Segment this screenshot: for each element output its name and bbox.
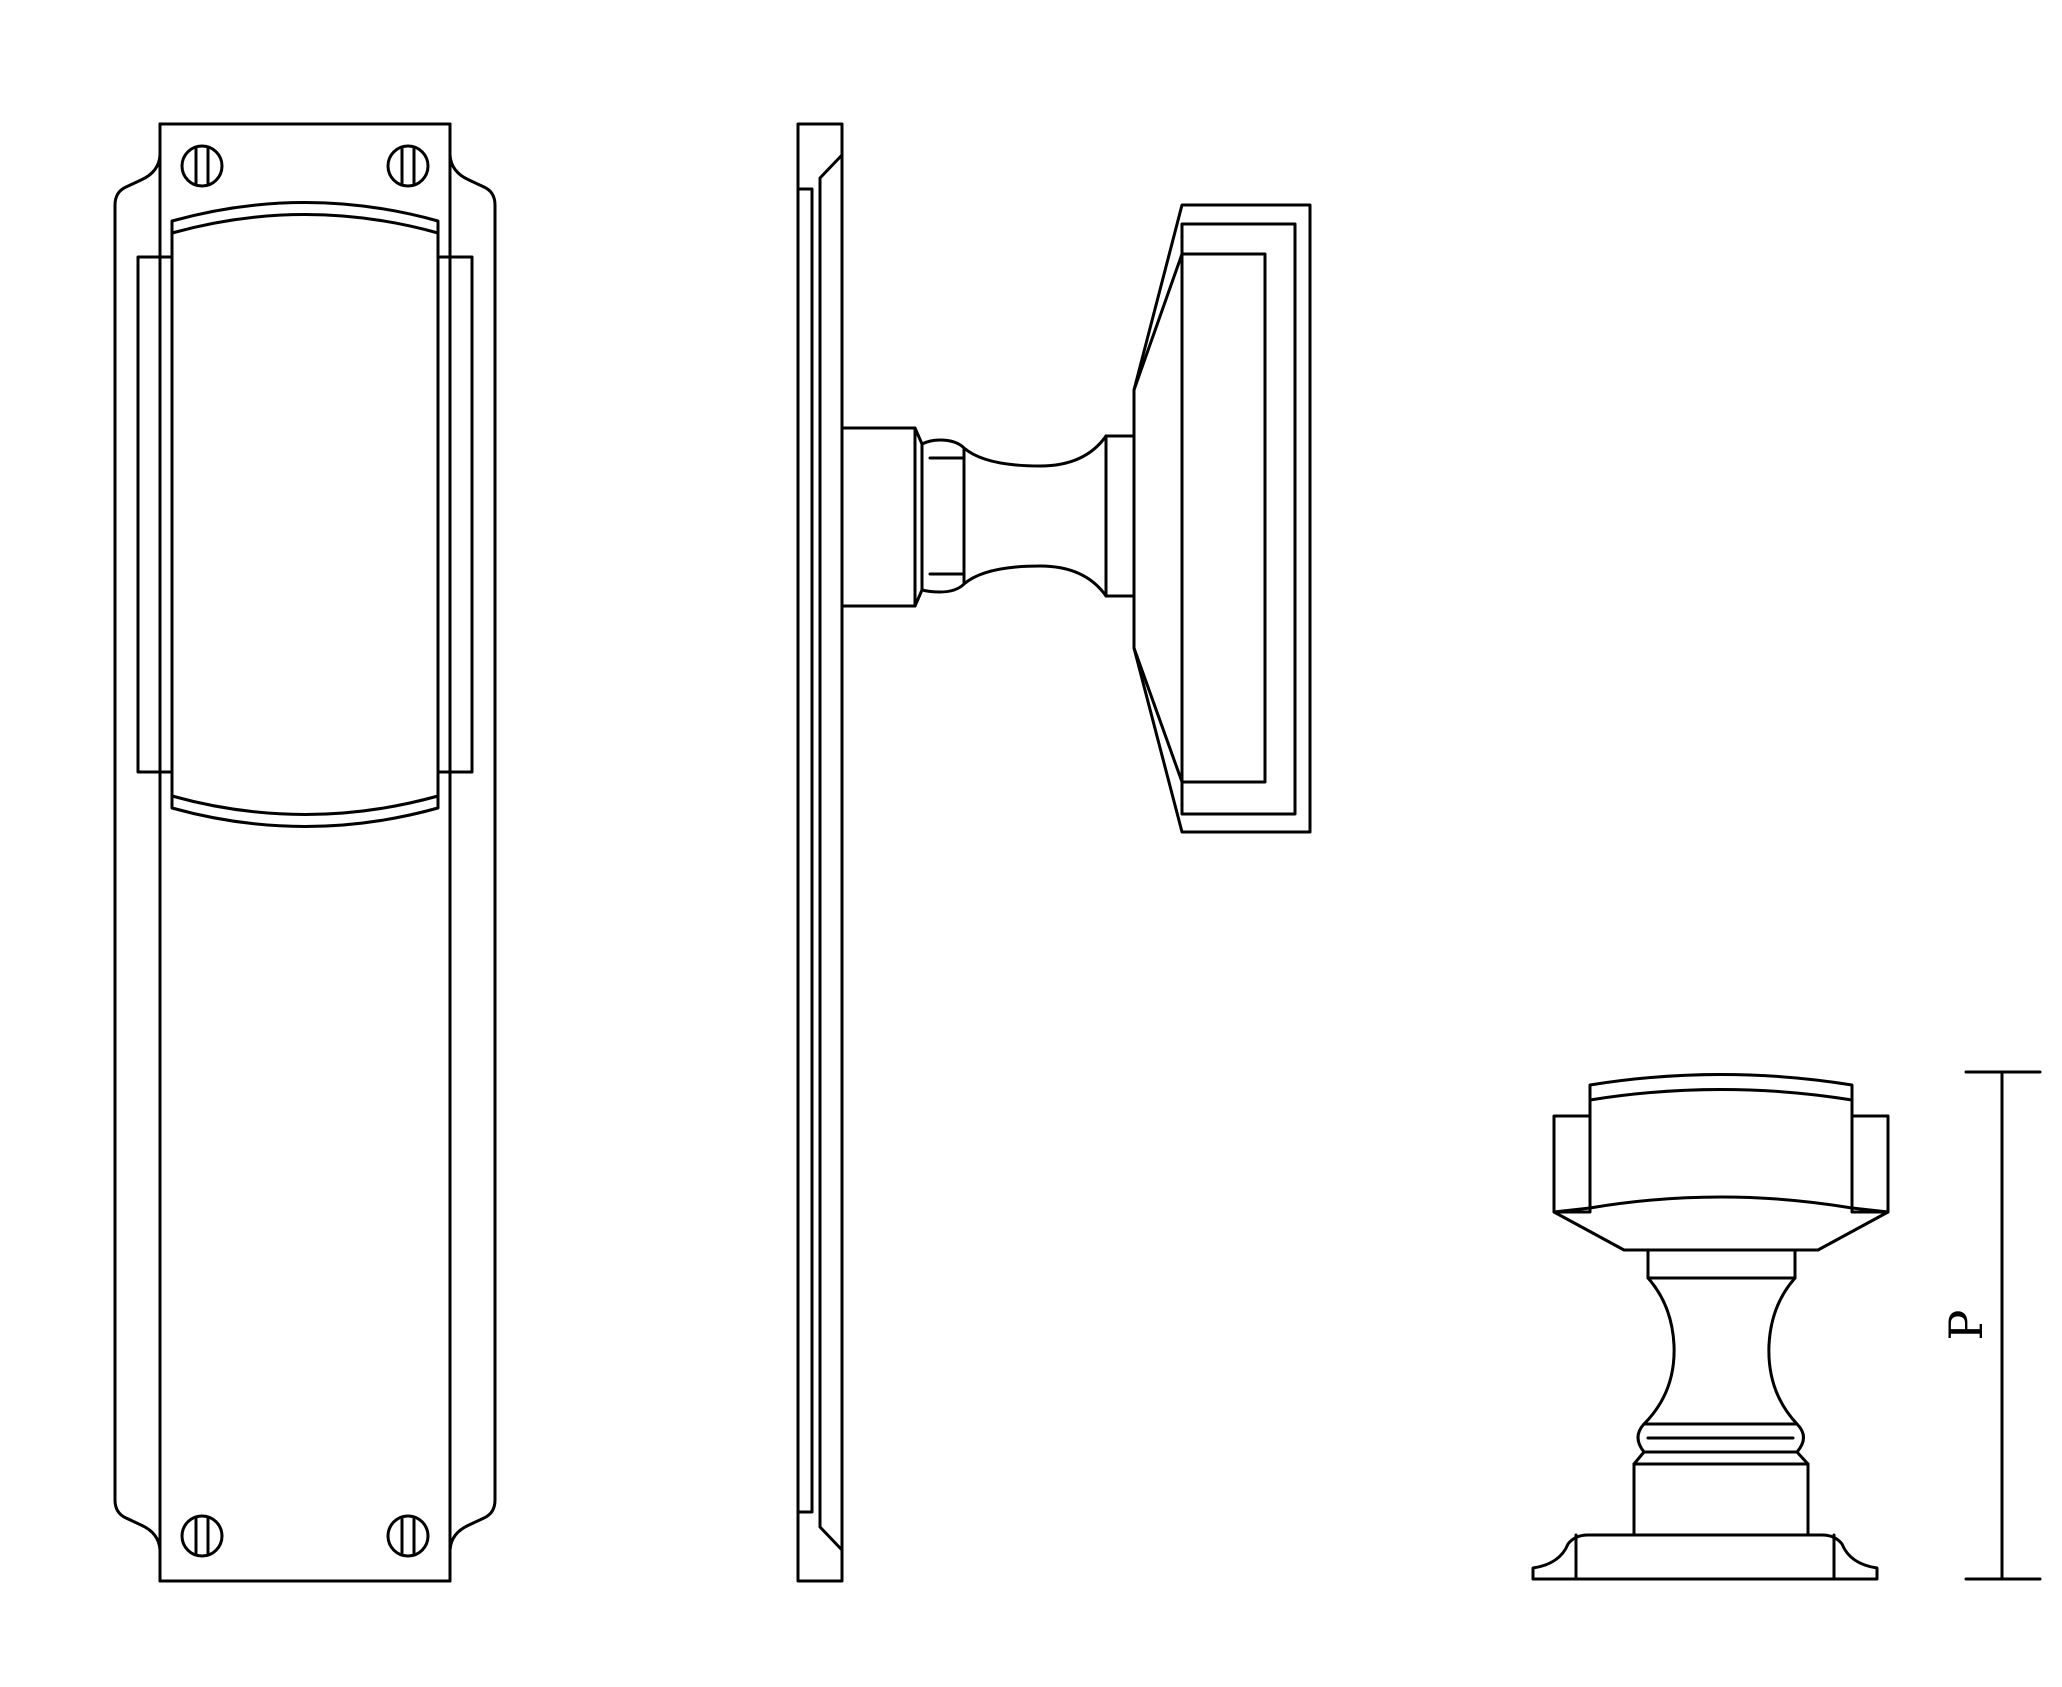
knob-collar-chamfer — [913, 426, 924, 608]
knob-head-edge-top — [1132, 252, 1184, 392]
knob-head-profile — [1132, 203, 1312, 834]
knob-end-neck-ring — [1646, 1248, 1797, 1280]
knob-end-collar — [1632, 1462, 1810, 1537]
knob-head-inner-face — [1180, 252, 1267, 784]
knob-bead — [920, 438, 966, 594]
knob-rose — [1531, 1533, 1879, 1581]
knob-end-view — [1531, 1073, 1890, 1581]
knob-end-head — [1588, 1073, 1854, 1210]
knob-head-edge-bottom — [1132, 646, 1184, 784]
screw-bottom-left — [180, 1514, 224, 1558]
knob-end-right-wing — [1850, 1114, 1890, 1214]
dimension-p: P — [1939, 1070, 2042, 1581]
backplate-inner-panel — [158, 122, 452, 1583]
knob-head-outer-face — [1180, 222, 1297, 816]
plate-profile-edge — [796, 187, 814, 1514]
knob-end-neck — [1642, 1276, 1799, 1426]
boss-top-edge — [170, 213, 440, 235]
dimension-label: P — [1939, 1310, 1993, 1341]
plate-profile — [796, 122, 844, 1583]
boss-right-wing — [436, 255, 474, 774]
screw-top-right — [386, 144, 430, 188]
knob-neck-ring — [1104, 434, 1136, 598]
knob-neck — [962, 434, 1108, 598]
boss-bottom-edge — [170, 794, 440, 816]
screw-bottom-right — [386, 1514, 430, 1558]
side-view — [796, 122, 1312, 1583]
screw-top-left — [180, 144, 224, 188]
knob-end-bead — [1636, 1422, 1805, 1454]
knob-end-head-chamfer — [1552, 1206, 1890, 1252]
knob-collar — [840, 426, 917, 608]
plate-profile-bevel — [818, 153, 844, 1552]
front-view — [113, 122, 497, 1583]
knob-end-left-wing — [1552, 1114, 1592, 1214]
boss-left-wing — [136, 255, 174, 774]
knob-end-head-top-edge — [1588, 1088, 1854, 1102]
boss-panel — [170, 201, 440, 828]
knob-end-collar-chamfer — [1632, 1450, 1810, 1466]
